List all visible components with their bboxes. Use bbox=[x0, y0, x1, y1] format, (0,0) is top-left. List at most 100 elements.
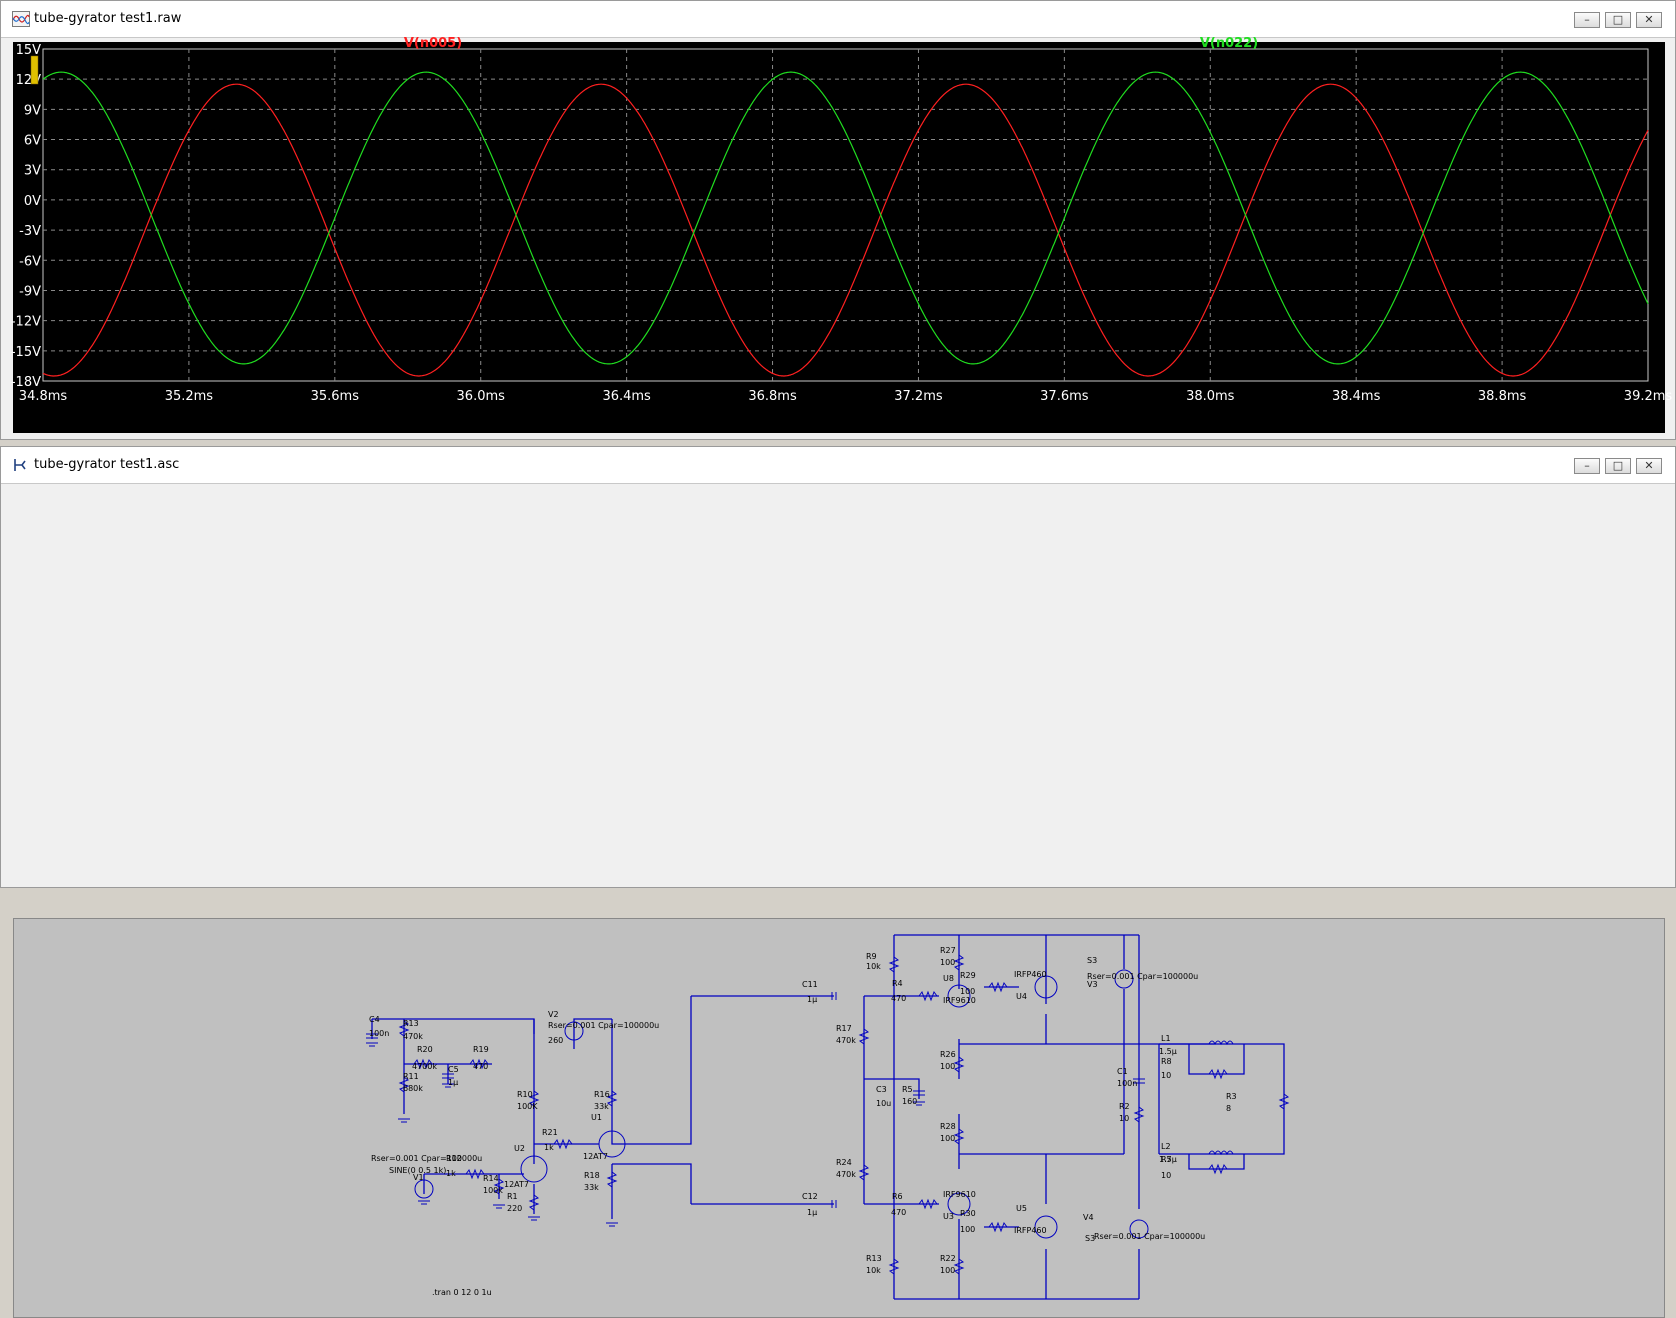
component-label: 100K bbox=[517, 1102, 538, 1111]
y-tick-label: -18V bbox=[11, 375, 41, 390]
component-label: V4 bbox=[1083, 1213, 1094, 1222]
legend-label: V(n005) bbox=[404, 36, 462, 51]
component-label: R26 bbox=[940, 1050, 956, 1059]
close-icon: ✕ bbox=[1644, 459, 1654, 472]
maximize-icon: □ bbox=[1612, 459, 1624, 472]
component-label: R21 bbox=[542, 1128, 558, 1137]
plot-window-title: tube-gyrator test1.raw bbox=[34, 11, 182, 26]
component-label: 1μ bbox=[448, 1078, 458, 1087]
x-tick-label: 37.6ms bbox=[1040, 389, 1089, 404]
component-label: R9 bbox=[866, 952, 877, 961]
component-label: R7 bbox=[1161, 1155, 1172, 1164]
cursor-marker bbox=[30, 55, 39, 85]
schematic-wires bbox=[371, 934, 1285, 1300]
component-label: C1 bbox=[1117, 1067, 1128, 1076]
plot-window-titlebar[interactable]: tube-gyrator test1.raw – □ ✕ bbox=[1, 1, 1675, 38]
schematic-components bbox=[366, 954, 1290, 1275]
component-label: 100n bbox=[369, 1029, 389, 1038]
x-tick-label: 36.0ms bbox=[457, 389, 506, 404]
component-label: C3 bbox=[876, 1085, 887, 1094]
schematic-drawing: C4100nR13470kR204700kC51μR19470R11680kV2… bbox=[366, 934, 1290, 1300]
schematic-window-titlebar[interactable]: tube-gyrator test1.asc – □ ✕ bbox=[1, 447, 1675, 484]
component-label: V2 bbox=[548, 1010, 559, 1019]
component-label: 470 bbox=[473, 1062, 488, 1071]
component-label: R22 bbox=[940, 1254, 956, 1263]
component-label: 470 bbox=[891, 994, 906, 1003]
component-label: Rser=0.001 Cpar=100000u bbox=[1087, 972, 1198, 981]
component-label: V3 bbox=[1087, 980, 1098, 989]
y-tick-label: -3V bbox=[19, 224, 41, 239]
x-tick-label: 35.2ms bbox=[165, 389, 214, 404]
component-label: 10 bbox=[1161, 1171, 1171, 1180]
component-label: R20 bbox=[417, 1045, 433, 1054]
component-label: R8 bbox=[1161, 1057, 1172, 1066]
component-label: IRF9610 bbox=[943, 996, 976, 1005]
component-label: 470k bbox=[836, 1036, 856, 1045]
x-tick-label: 38.4ms bbox=[1332, 389, 1381, 404]
component-label: R24 bbox=[836, 1158, 852, 1167]
component-label: IRFP460 bbox=[1014, 1226, 1047, 1235]
y-tick-label: 6V bbox=[24, 134, 41, 149]
plot-frame bbox=[42, 48, 1649, 382]
y-tick-label: -12V bbox=[11, 315, 41, 330]
component-label: Rser=0.001 Cpar=100000u bbox=[1094, 1232, 1205, 1241]
component-label: Rser=0.001 Cpar=100000u bbox=[548, 1021, 659, 1030]
component-label: IRF9610 bbox=[943, 1190, 976, 1199]
component-label: R10 bbox=[517, 1090, 533, 1099]
schematic-window-title: tube-gyrator test1.asc bbox=[34, 457, 180, 472]
component-label: R27 bbox=[940, 946, 956, 955]
component-label: IRFP460 bbox=[1014, 970, 1047, 979]
x-tick-label: 36.8ms bbox=[748, 389, 797, 404]
component-label: R14 bbox=[483, 1174, 499, 1183]
y-tick-label: -15V bbox=[11, 345, 41, 360]
minimize-icon: – bbox=[1584, 459, 1590, 472]
component-label: 220 bbox=[507, 1204, 522, 1213]
close-button[interactable]: ✕ bbox=[1636, 12, 1662, 28]
maximize-button[interactable]: □ bbox=[1605, 12, 1631, 28]
y-tick-label: -6V bbox=[19, 254, 41, 269]
component-label: 160 bbox=[902, 1097, 917, 1106]
component-label: C4 bbox=[369, 1015, 380, 1024]
component-label: 33k bbox=[584, 1183, 599, 1192]
component-label: C5 bbox=[448, 1065, 459, 1074]
component-label: 100 bbox=[940, 1266, 955, 1275]
component-label: 12AT7 bbox=[583, 1152, 608, 1161]
component-label: L2 bbox=[1161, 1142, 1171, 1151]
component-label: 100k bbox=[483, 1186, 503, 1195]
minimize-button[interactable]: – bbox=[1574, 458, 1600, 474]
component-label: U1 bbox=[591, 1113, 602, 1122]
component-label: R11 bbox=[403, 1072, 419, 1081]
component-label: 470 bbox=[891, 1208, 906, 1217]
component-label: U8 bbox=[943, 974, 954, 983]
component-label: 680k bbox=[403, 1084, 423, 1093]
minimize-icon: – bbox=[1584, 13, 1590, 26]
component-label: 10k bbox=[866, 962, 881, 971]
component-label: 10u bbox=[876, 1099, 891, 1108]
component-label: R12 bbox=[446, 1154, 462, 1163]
close-button[interactable]: ✕ bbox=[1636, 458, 1662, 474]
component-label: U2 bbox=[514, 1144, 525, 1153]
component-label: 1k bbox=[544, 1143, 554, 1152]
maximize-icon: □ bbox=[1612, 13, 1624, 26]
x-tick-label: 36.4ms bbox=[602, 389, 651, 404]
component-label: U3 bbox=[943, 1212, 954, 1221]
component-label: U4 bbox=[1016, 992, 1027, 1001]
y-tick-label: 3V bbox=[24, 164, 41, 179]
component-label: 470k bbox=[403, 1032, 423, 1041]
maximize-button[interactable]: □ bbox=[1605, 458, 1631, 474]
component-label: R18 bbox=[584, 1171, 600, 1180]
component-label: S3 bbox=[1087, 956, 1097, 965]
y-tick-label: 15V bbox=[16, 43, 42, 58]
component-label: R29 bbox=[960, 971, 976, 980]
close-icon: ✕ bbox=[1644, 13, 1654, 26]
component-label: 100 bbox=[940, 958, 955, 967]
minimize-button[interactable]: – bbox=[1574, 12, 1600, 28]
x-tick-label: 38.8ms bbox=[1478, 389, 1527, 404]
component-label: R6 bbox=[892, 1192, 903, 1201]
component-label: R5 bbox=[902, 1085, 913, 1094]
component-label: R28 bbox=[940, 1122, 956, 1131]
